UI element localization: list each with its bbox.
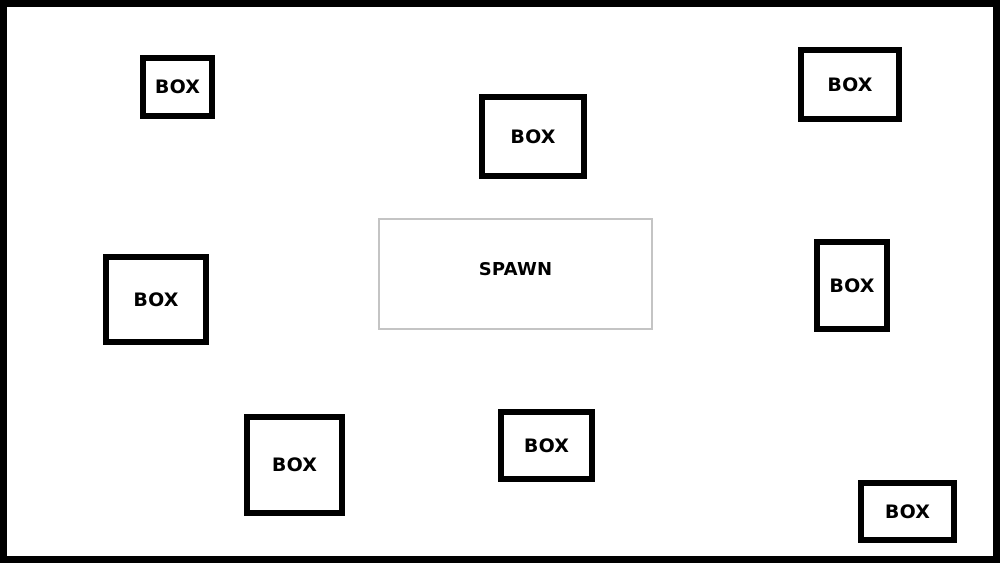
box-top-right: BOX xyxy=(798,47,902,122)
box-label: BOX xyxy=(510,125,556,148)
spawn-label: SPAWN xyxy=(478,258,553,280)
box-middle-left: BOX xyxy=(103,254,209,345)
box-label: BOX xyxy=(133,288,179,311)
box-label: BOX xyxy=(154,76,201,98)
box-bottom-left: BOX xyxy=(244,414,345,516)
box-middle-right: BOX xyxy=(814,239,890,332)
box-label: BOX xyxy=(523,434,570,457)
box-label: BOX xyxy=(884,500,931,523)
box-label: BOX xyxy=(829,274,875,297)
box-bottom-center: BOX xyxy=(498,409,595,482)
box-bottom-right: BOX xyxy=(858,480,957,543)
box-label: BOX xyxy=(827,73,873,96)
spawn-area: SPAWN xyxy=(378,218,653,330)
box-label: BOX xyxy=(271,454,318,476)
box-top-left: BOX xyxy=(140,55,215,119)
box-top-center: BOX xyxy=(479,94,587,179)
